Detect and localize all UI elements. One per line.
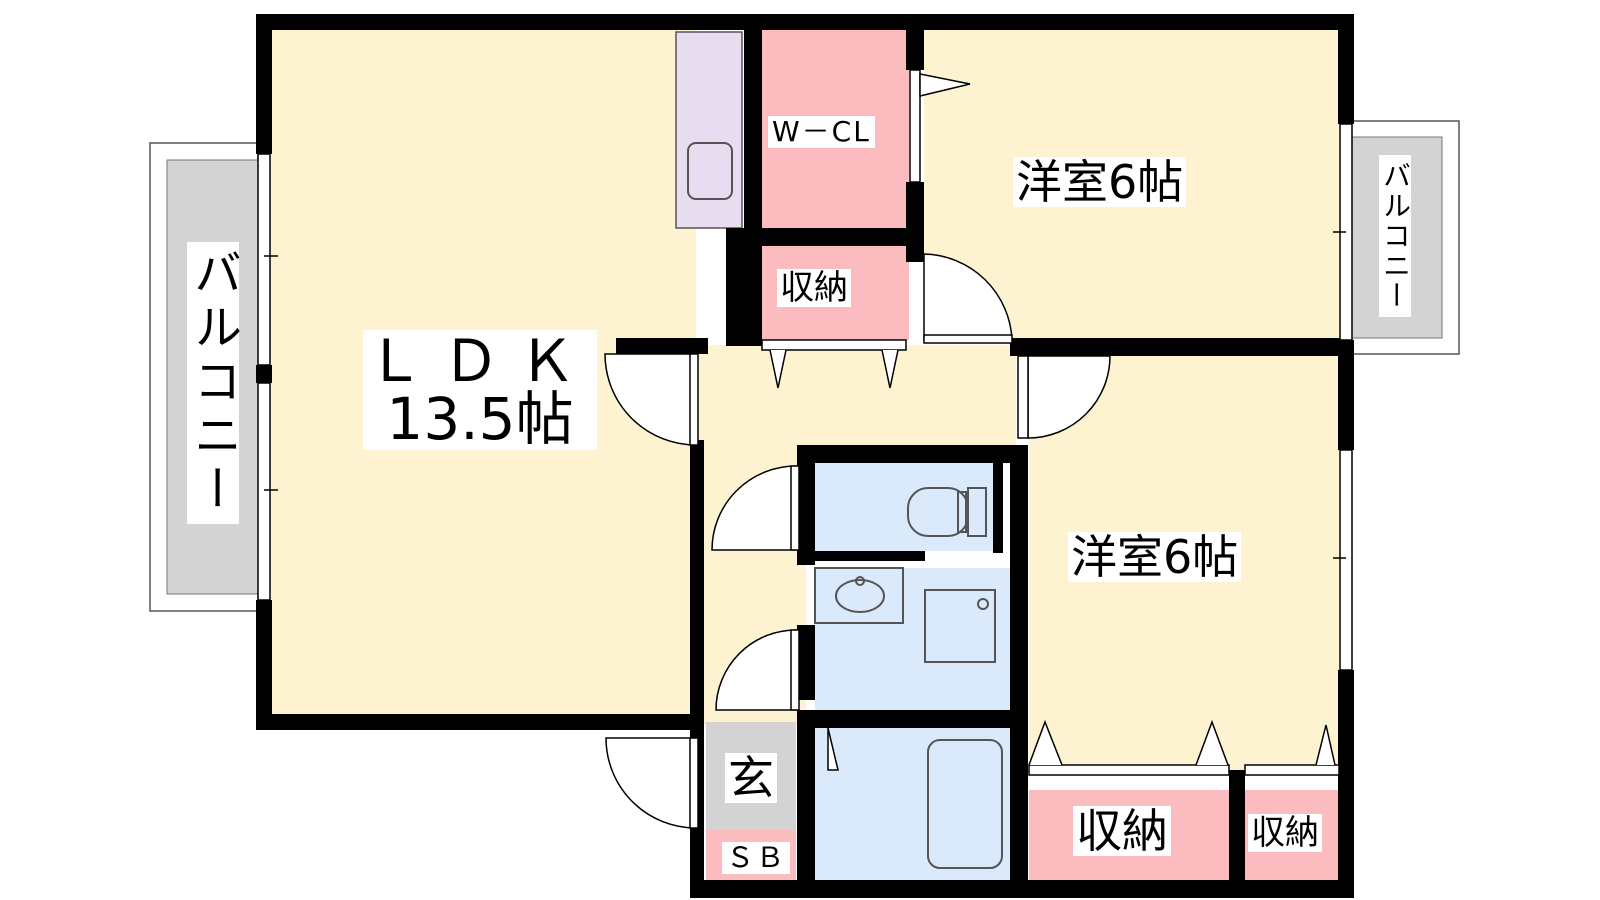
storage-bottom-left-label: 収納	[1073, 806, 1171, 856]
hall-floor-upper	[696, 345, 1016, 445]
ldk-size: 13.5帖	[386, 385, 574, 453]
ldk-label: ＬＤＫ 13.5帖	[363, 327, 598, 453]
walk-in-closet-label: W－CL	[768, 116, 875, 148]
toilet-icon	[907, 487, 987, 537]
western-room-top-label: 洋室6帖	[1013, 157, 1187, 207]
entrance-label: 玄	[725, 753, 777, 803]
windows	[257, 123, 1353, 671]
balcony-left-label: バルコニー	[185, 242, 241, 524]
kitchen-sink	[687, 142, 733, 200]
balcony-right-label: バルコニー	[1379, 155, 1412, 317]
western-room-bottom-label: 洋室6帖	[1068, 532, 1242, 582]
washing-machine-icon	[924, 589, 996, 663]
washbasin-icon	[814, 567, 904, 624]
doors	[604, 69, 1340, 829]
toilet-floor	[815, 463, 993, 551]
walls	[256, 14, 1354, 898]
storage-top-label: 収納	[777, 269, 851, 307]
bathtub-icon	[927, 739, 1003, 869]
washroom-floor	[815, 568, 1010, 710]
ldk-name: ＬＤＫ	[366, 327, 595, 395]
shoe-box-label: ＳＢ	[722, 842, 791, 874]
storage-bottom-right-label: 収納	[1248, 814, 1322, 852]
bathroom-floor	[815, 728, 1010, 883]
